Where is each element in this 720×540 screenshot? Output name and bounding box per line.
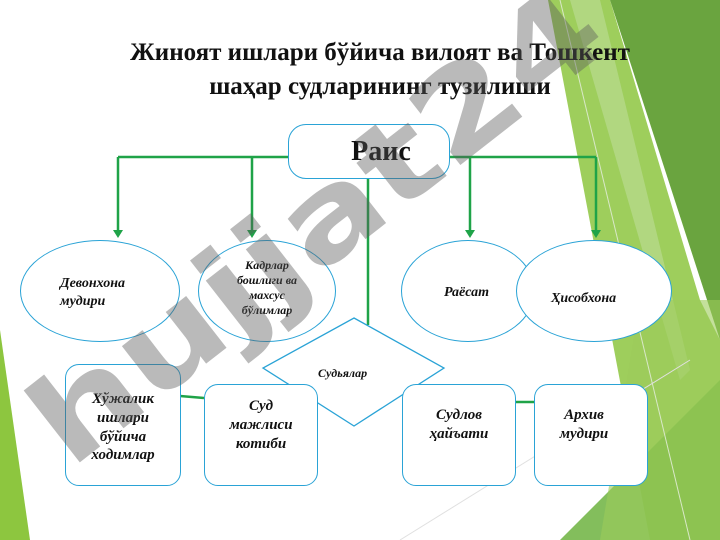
rais-box: [288, 124, 450, 179]
raisat-label: Раёсат: [444, 285, 489, 300]
devonxona-label: Девонхона мудири: [60, 276, 126, 309]
devonxona-oval: [20, 240, 180, 342]
title-line-1: Жиноят ишлари бўйича вилоят ва Тошкент: [130, 39, 630, 66]
xojalik-label: Хўжалик ишлари бўйича ходимлар: [91, 391, 155, 464]
rais-label: Раис: [351, 136, 411, 167]
arxiv-box: [534, 384, 648, 486]
hisobxona-oval: [516, 240, 672, 342]
kadrlar-label: Кадрлар бошлиги ва махсус бўлимлар: [236, 258, 298, 317]
sudlov-label: Судлов ҳайъати: [429, 407, 489, 442]
raisat-oval: [401, 240, 535, 342]
sudlov-box: [402, 384, 516, 486]
majlis-label: Суд мажлиси котиби: [229, 398, 293, 452]
hisobxona-label: Ҳисобхона: [551, 291, 617, 306]
page-title: Жиноят ишлари бўйича вилоят ва Тошкент ш…: [60, 36, 700, 104]
majlis-box: [204, 384, 318, 486]
title-line-2: шаҳар судларининг тузилиши: [209, 73, 551, 100]
sudyalar-label: Судьялар: [318, 366, 368, 380]
arxiv-label: Архив мудири: [559, 407, 609, 442]
xojalik-box: [65, 364, 181, 486]
